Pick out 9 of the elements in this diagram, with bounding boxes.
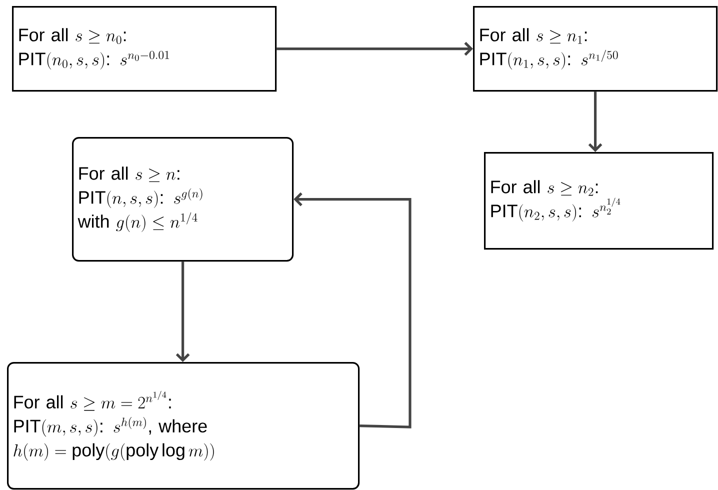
rounded-box: $\text{For all } s \geq n\text{:}$ $\mathrm{PIT}(n,s,s)\text{: } s^{g(n)}$ $\text{with } g(n) \leq n^{1/4}$ bbox=[72, 136, 294, 262]
arrow bbox=[176, 262, 190, 362]
arrow bbox=[276, 42, 473, 56]
arrow bbox=[294, 192, 412, 428]
box: $\text{For all } s \geq n_2\text{:}$ $\mathrm{PIT}(n_2,s,s)\text{: } s^{n_2^{1/4}}$ bbox=[484, 152, 714, 250]
arrow bbox=[588, 92, 602, 152]
rounded-box: $\text{For all } s \geq m = 2^{n^{1/4}}\text{:}$ $\mathrm{PIT}(m,s,s)\text{: } s^{h(m)}\text{, where}$ $h(m) = \mathrm{poly}(g(\mathrm{poly}\log m))$ bbox=[7, 362, 360, 490]
box: $\text{For all } s \geq n_0\text{:}$ $\mathrm{PIT}(n_0,s,s)\text{: } s^{n_0-0.01}$ bbox=[12, 6, 277, 92]
box: $\text{For all } s \geq n_1\text{:}$ $\mathrm{PIT}(n_1,s,s)\text{: } s^{n_1/50}$ bbox=[473, 6, 718, 92]
